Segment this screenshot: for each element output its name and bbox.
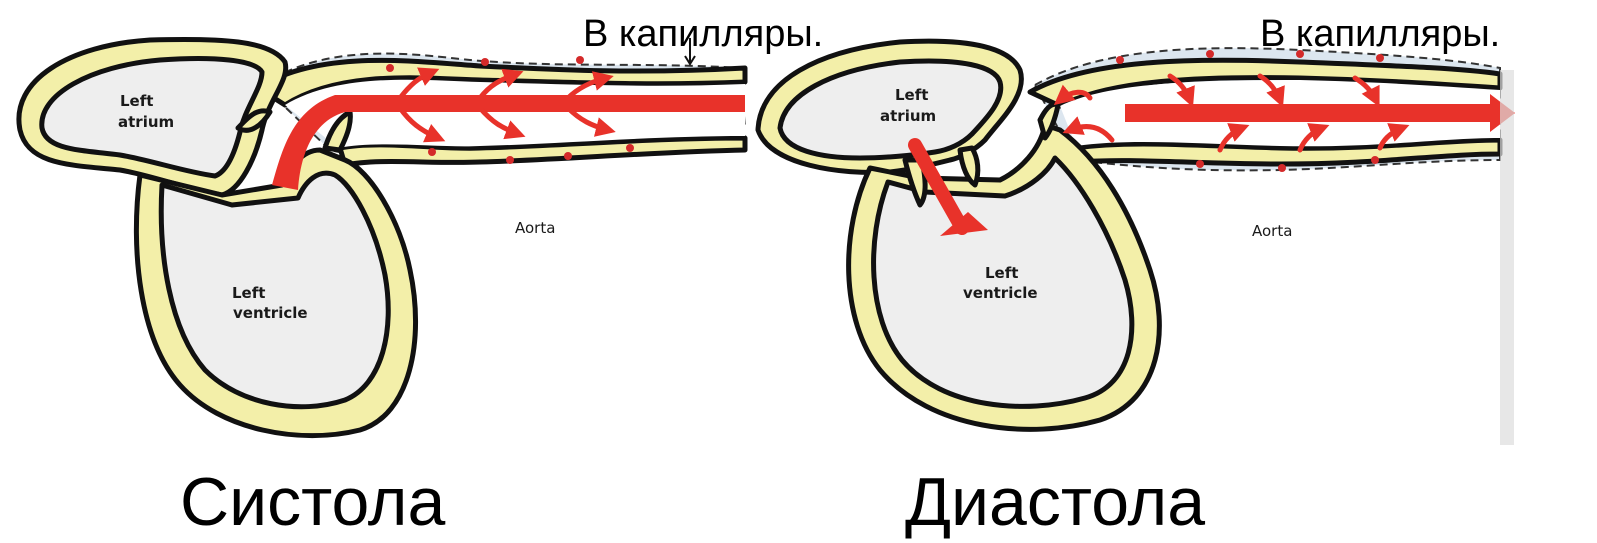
- capillary-label-systole: В капилляры.: [583, 13, 823, 55]
- left-ventricle-label-line1-diastole: Left: [985, 264, 1018, 282]
- aorta-label-systole: Aorta: [515, 219, 555, 237]
- phase-label-diastole: Диастола: [905, 464, 1205, 540]
- left-atrium-label-line2-systole: atrium: [118, 113, 174, 131]
- page-edge-shadow: [1500, 70, 1514, 445]
- phase-label-systole: Систола: [180, 464, 445, 540]
- left-ventricle-label-line1-systole: Left: [232, 284, 265, 302]
- capillary-label-diastole: В капилляры.: [1260, 13, 1500, 55]
- left-atrium-label-line1-systole: Left: [120, 92, 153, 110]
- left-ventricle-label-line2-systole: ventricle: [233, 304, 308, 322]
- diastole-panel: Left atrium Left ventricle Aorta В капил…: [758, 13, 1515, 540]
- left-atrium-label-line1-diastole: Left: [895, 86, 928, 104]
- aorta-label-diastole: Aorta: [1252, 222, 1292, 240]
- left-atrium-label-line2-diastole: atrium: [880, 107, 936, 125]
- systole-panel: Left atrium Left ventricle Aorta В капил…: [19, 13, 823, 540]
- left-ventricle-label-line2-diastole: ventricle: [963, 284, 1038, 302]
